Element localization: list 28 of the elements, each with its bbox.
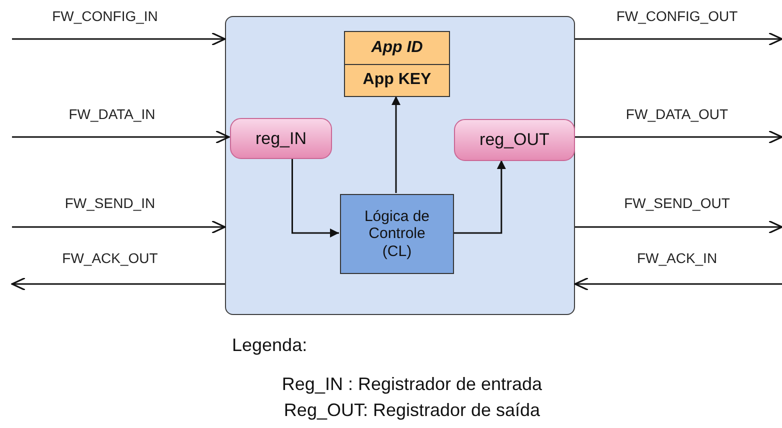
logic-box	[340, 194, 454, 274]
signal-arrow	[12, 32, 226, 46]
signal-arrow	[11, 277, 225, 291]
table-cell-text: App ID	[370, 38, 424, 58]
legend-title: Legenda:	[232, 335, 308, 356]
register-box	[454, 119, 575, 161]
node-label: reg_OUT	[478, 130, 550, 150]
signal-arrow	[575, 32, 782, 46]
legend-entry: Reg_IN : Registrador de entrada	[282, 374, 542, 395]
signal-arrow	[12, 220, 226, 234]
arrow	[453, 160, 506, 234]
legend-entry: Reg_OUT: Registrador de saída	[284, 400, 540, 421]
edge-label: FW_ACK_OUT	[60, 250, 160, 266]
edge-label: FW_SEND_OUT	[622, 195, 732, 211]
register-box	[230, 118, 332, 159]
edge-label: FW_CONFIG_IN	[50, 8, 160, 24]
key-table	[344, 31, 450, 97]
module-box	[225, 16, 575, 315]
table-cell: App KEY	[345, 64, 449, 96]
arrow	[292, 158, 339, 238]
node-label: Lógica de Controle (CL)	[363, 208, 431, 260]
signal-arrow	[574, 130, 782, 144]
node-label: reg_IN	[254, 128, 308, 148]
arrow	[392, 96, 400, 193]
signal-arrow	[575, 220, 782, 234]
signal-arrow	[12, 130, 230, 144]
edge-label: FW_DATA_IN	[66, 106, 158, 122]
signal-arrow	[574, 277, 782, 291]
